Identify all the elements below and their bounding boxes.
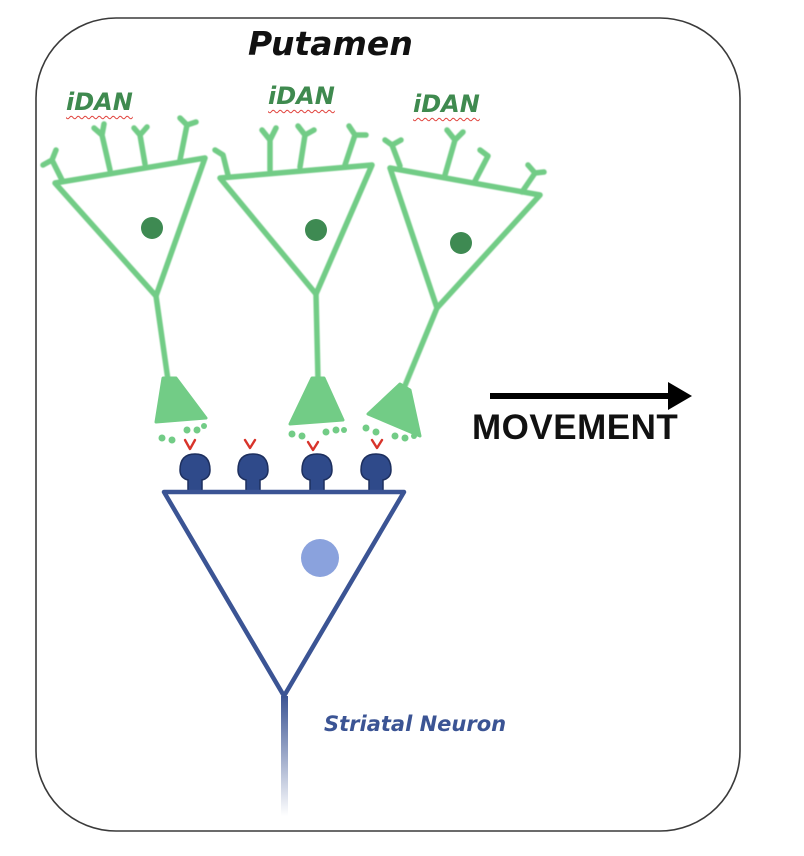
idan-2-vesicles — [288, 426, 347, 440]
striatal-neuron-body — [161, 489, 407, 699]
idan-neuron-2 — [212, 123, 375, 383]
idan-neuron-3 — [382, 127, 547, 391]
idan-label-2: iDAN — [268, 82, 335, 110]
movement-arrow — [490, 382, 692, 410]
release-marks — [183, 438, 384, 452]
idan-2-nucleus — [305, 219, 327, 241]
title-putamen: Putamen — [248, 24, 413, 63]
idan-2-terminal — [288, 376, 345, 426]
idan-label-1: iDAN — [66, 88, 133, 116]
idan-3-vesicles — [362, 424, 417, 442]
idan-1-nucleus — [141, 217, 163, 239]
receptor-3 — [301, 453, 333, 493]
receptor-1 — [179, 453, 211, 493]
receptor-2 — [237, 453, 269, 493]
striatal-neuron-label: Striatal Neuron — [324, 712, 507, 736]
receptors — [179, 453, 392, 493]
idan-3-terminal — [366, 382, 422, 438]
idan-1-vesicles — [158, 423, 207, 444]
striatal-nucleus — [301, 539, 339, 577]
striatal-axon — [281, 696, 288, 816]
idan-label-3: iDAN — [413, 90, 480, 118]
movement-label: MOVEMENT — [472, 408, 679, 447]
putamen-frame — [35, 17, 741, 832]
receptor-4 — [360, 453, 392, 493]
idan-3-nucleus — [450, 232, 472, 254]
idan-1-terminal — [154, 376, 208, 424]
idan-neuron-1 — [40, 115, 208, 383]
